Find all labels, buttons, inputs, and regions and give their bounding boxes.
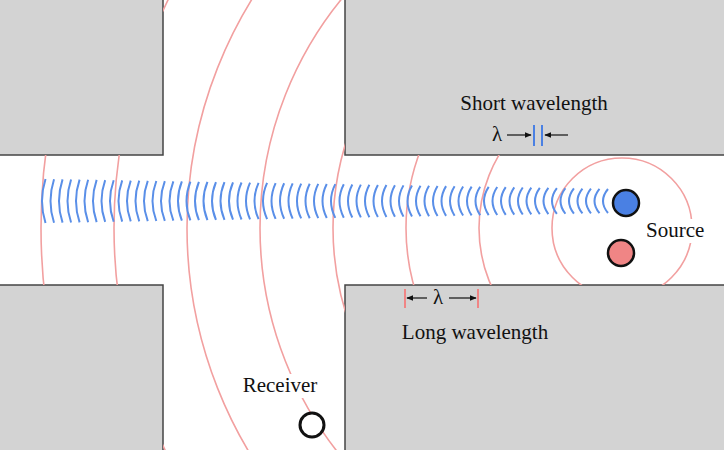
dimension-arrow xyxy=(545,134,568,135)
short-wavefront xyxy=(484,187,489,215)
short-wavefront xyxy=(161,181,165,221)
receiver-label: Receiver xyxy=(240,374,321,397)
short-wavefront xyxy=(59,179,63,222)
wavelength-tick xyxy=(404,289,406,308)
short-wavefront xyxy=(212,182,216,220)
short-wavefront xyxy=(246,183,250,220)
short-wavefront xyxy=(510,187,515,214)
short-wavefront xyxy=(450,186,455,215)
wavelength-tick xyxy=(541,125,543,146)
short-wavefront xyxy=(459,186,464,215)
short-wavefront xyxy=(102,180,106,222)
wave-label: Long wavelength xyxy=(402,321,548,344)
long-wavefront xyxy=(41,0,724,450)
short-wavefront xyxy=(238,183,242,220)
short-wavefront xyxy=(323,184,327,218)
short-wavefront xyxy=(569,188,574,213)
short-wavefront xyxy=(544,188,549,214)
short-wavefront xyxy=(93,180,97,222)
short-wavefront xyxy=(153,181,157,221)
wall-block xyxy=(0,285,163,450)
short-wavefront xyxy=(374,185,378,217)
short-wavefront xyxy=(476,187,481,216)
long-wavefront xyxy=(187,0,724,450)
short-wavefront xyxy=(221,182,225,220)
short-wavefront xyxy=(552,188,557,214)
dimension-arrow xyxy=(449,297,476,298)
short-wavefront xyxy=(42,179,46,223)
short-wavefront xyxy=(51,179,55,223)
wavelength-tick xyxy=(533,125,535,146)
short-wavefront xyxy=(229,182,233,219)
short-wavefront xyxy=(340,184,344,217)
short-wavefront xyxy=(501,187,506,215)
short-wavefront xyxy=(382,185,386,217)
long-wavefront xyxy=(114,0,724,450)
short-wavefront xyxy=(187,182,191,221)
short-wavefront xyxy=(136,181,140,222)
short-wavefront xyxy=(348,184,352,217)
short-wavefront xyxy=(467,187,472,216)
short-wavefront xyxy=(272,183,276,219)
dimension-arrow xyxy=(407,297,427,298)
dimension-arrow xyxy=(507,134,531,135)
short-wavefront xyxy=(306,184,310,219)
short-wavefront xyxy=(178,181,182,220)
source-label: Source xyxy=(643,219,707,242)
short-wavefront xyxy=(289,183,293,218)
short-wavefront xyxy=(603,189,608,213)
short-wavefront xyxy=(76,180,80,223)
short-wavefront xyxy=(85,180,89,222)
wall-block xyxy=(0,0,163,155)
short-wavefront xyxy=(127,181,131,222)
short-wavefront xyxy=(263,183,267,219)
source-blue xyxy=(613,190,639,216)
long-wavefront xyxy=(333,0,724,450)
receiver-circle xyxy=(300,413,324,437)
short-wavefront xyxy=(425,186,430,216)
short-wavefront xyxy=(68,179,72,222)
short-wavefront xyxy=(518,187,523,214)
short-wavefront xyxy=(170,181,174,220)
short-wavefront xyxy=(535,188,540,214)
short-wavefront xyxy=(586,189,591,214)
short-wavefront xyxy=(204,182,208,220)
short-wavefront xyxy=(399,185,403,216)
short-wavefront xyxy=(595,189,600,213)
wave-label: Short wavelength xyxy=(460,92,608,115)
short-wavefront xyxy=(280,183,284,218)
short-wavefront xyxy=(314,184,318,218)
short-wavefront xyxy=(442,186,447,216)
short-wavefront xyxy=(110,180,114,222)
wall-block xyxy=(345,285,724,450)
short-wavefront xyxy=(195,182,199,220)
short-wavefront xyxy=(391,185,395,217)
short-wavefront xyxy=(255,183,259,219)
wall-block xyxy=(345,0,724,155)
long-wavefront xyxy=(406,12,724,444)
short-wavefront xyxy=(297,184,301,219)
wavelength-symbol: λ xyxy=(492,123,502,146)
short-wavefront xyxy=(357,185,361,218)
short-wavefront xyxy=(416,186,421,217)
short-wavefront xyxy=(578,189,583,214)
short-wavefront xyxy=(561,188,566,214)
short-wavefront xyxy=(493,187,498,215)
short-wavefront xyxy=(144,181,148,221)
short-wavefront xyxy=(331,184,335,218)
source-pink xyxy=(608,240,634,266)
short-wavefront xyxy=(408,186,412,217)
short-wavefronts xyxy=(42,179,608,223)
wavelength-symbol: λ xyxy=(433,286,443,309)
short-wavefront xyxy=(527,188,532,215)
short-wavefront xyxy=(119,180,123,221)
long-wavefront xyxy=(260,0,724,450)
wavelength-tick xyxy=(477,289,479,308)
short-wavefront xyxy=(365,185,369,217)
short-wavefront xyxy=(433,186,438,216)
